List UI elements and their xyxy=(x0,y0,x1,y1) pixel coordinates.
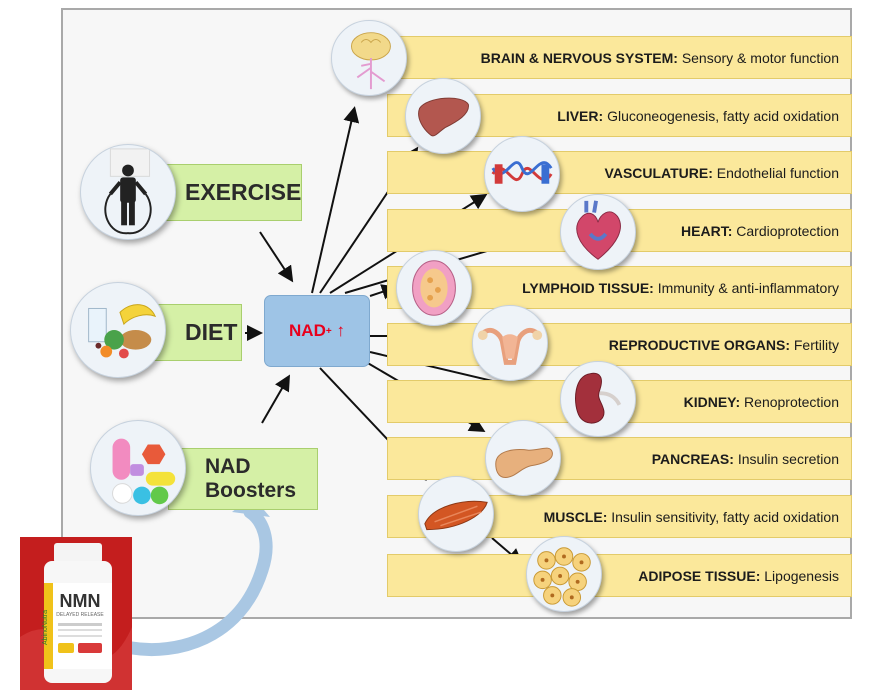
organ-name: REPRODUCTIVE ORGANS: xyxy=(608,337,790,353)
organ-function: Sensory & motor function xyxy=(681,50,839,66)
boosters-label-line1: NAD xyxy=(205,455,251,478)
organ-name: VASCULATURE: xyxy=(604,165,713,181)
organ-name: LIVER: xyxy=(557,108,604,124)
arrow-exercise-to-nad xyxy=(259,231,294,283)
arrow-boosters-to-nad xyxy=(261,374,291,424)
supplement-bottle-icon: AbinoNutra NMN DELAYED RELEASE xyxy=(20,537,132,690)
kidney-icon xyxy=(560,361,636,437)
organ-function: Cardioprotection xyxy=(736,223,839,239)
organ-name: LYMPHOID TISSUE: xyxy=(522,280,654,296)
organ-name: BRAIN & NERVOUS SYSTEM: xyxy=(480,50,678,66)
bottle-brand: AbinoNutra xyxy=(42,610,49,645)
organ-name: PANCREAS: xyxy=(651,451,734,467)
nad-label: NAD xyxy=(289,321,326,340)
organ-function: Lipogenesis xyxy=(764,568,839,584)
nad-superscript: + xyxy=(325,325,332,337)
bottle-product: NMN xyxy=(60,591,101,611)
liver-icon xyxy=(405,78,481,154)
diet-label: DIET xyxy=(185,319,238,345)
food-icon xyxy=(70,282,166,378)
blood-vessel-icon xyxy=(484,136,560,212)
organ-function: Renoprotection xyxy=(744,394,839,410)
heart-icon xyxy=(560,194,636,270)
fat-cells-icon xyxy=(526,536,602,612)
exercise-label: EXERCISE xyxy=(185,179,302,205)
pills-icon xyxy=(90,420,186,516)
pancreas-icon xyxy=(485,420,561,496)
organ-name: MUSCLE: xyxy=(543,509,608,525)
organ-bar-pancreas: PANCREAS: Insulin secretion xyxy=(387,437,852,480)
organ-function: Gluconeogenesis, fatty acid oxidation xyxy=(607,108,839,124)
bottle-subtitle: DELAYED RELEASE xyxy=(56,612,104,618)
curved-arrow xyxy=(125,505,273,657)
organ-bar-adipose: ADIPOSE TISSUE: Lipogenesis xyxy=(387,554,852,597)
organ-function: Endothelial function xyxy=(716,165,839,181)
organ-function: Insulin sensitivity, fatty acid oxidatio… xyxy=(611,509,839,525)
organ-bar-vasculature: VASCULATURE: Endothelial function xyxy=(387,151,852,194)
nad-up-arrow: ↑ xyxy=(336,321,345,340)
organ-bar-brain: BRAIN & NERVOUS SYSTEM: Sensory & motor … xyxy=(387,36,852,79)
arrow-to-brain xyxy=(311,106,360,294)
organ-function: Insulin secretion xyxy=(737,451,839,467)
uterus-icon xyxy=(472,305,548,381)
organ-function: Immunity & anti-inflammatory xyxy=(657,280,839,296)
organ-function: Fertility xyxy=(793,337,839,353)
nad-plus-box: NAD+ ↑ xyxy=(264,295,370,367)
exercise-box: EXERCISE xyxy=(150,164,302,221)
brain-icon xyxy=(331,20,407,96)
organ-bar-reproductive: REPRODUCTIVE ORGANS: Fertility xyxy=(387,323,852,366)
organ-name: ADIPOSE TISSUE: xyxy=(638,568,761,584)
jump-rope-person-icon xyxy=(80,144,176,240)
boosters-label-line2: Boosters xyxy=(205,479,297,502)
organ-name: HEART: xyxy=(681,223,733,239)
nmn-bottle-photo: AbinoNutra NMN DELAYED RELEASE xyxy=(20,537,132,690)
organ-name: KIDNEY: xyxy=(683,394,741,410)
muscle-icon xyxy=(418,476,494,552)
lymph-node-icon xyxy=(396,250,472,326)
